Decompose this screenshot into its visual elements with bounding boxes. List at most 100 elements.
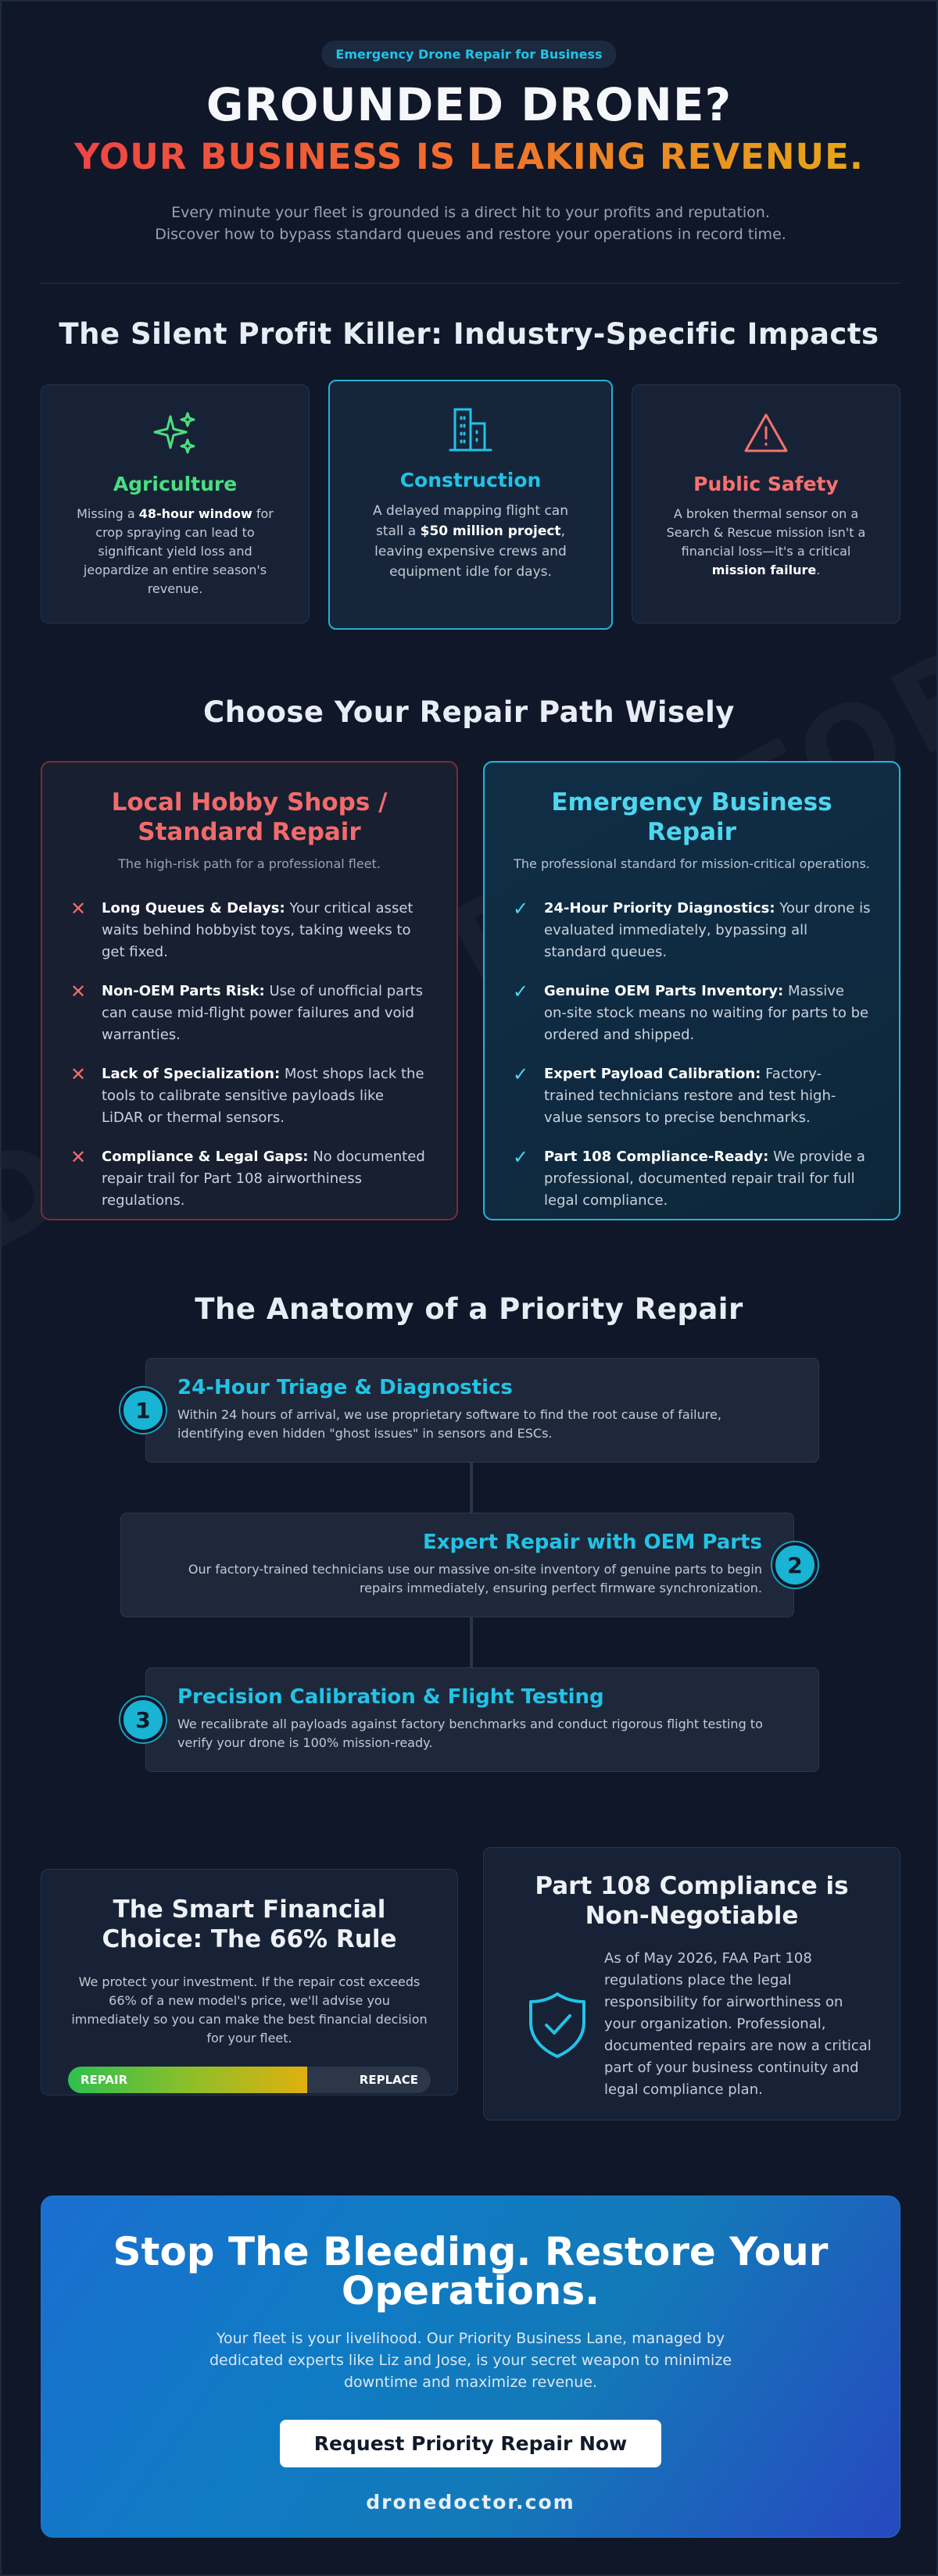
standard-repair-card: Local Hobby Shops / Standard Repair The … [41,761,458,1220]
repair-step-title: Precision Calibration & Flight Testing [177,1685,604,1709]
impact-title: Construction [399,469,542,491]
path-list-bold: Compliance & Legal Gaps: [102,1149,309,1165]
path-list-detail: Your drone is evaluated immediately, byp… [544,900,871,960]
sparkle-icon [70,409,281,459]
building-icon [358,405,583,455]
path-list-item: ✕ Lack of Specialization: Most shops lack… [70,1063,428,1129]
impact-text-post: for crop spraying can lead to significan… [83,506,274,596]
impact-text-pre: A broken thermal sensor on a Search & Re… [666,506,866,559]
impact-text-post: , leaving expensive crews and equipment … [374,523,567,580]
repair-step-title: 24-Hour Triage & Diagnostics [177,1376,513,1399]
repair-step-text: Within 24 hours of arrival, we use propr… [177,1407,721,1441]
repair-step-1: 24-Hour Triage & Diagnostics Within 24 h… [145,1358,819,1463]
path-list-text: Non-OEM Parts Risk: Use of unofficial pa… [102,981,428,1046]
compliance-card: Part 108 Compliance is Non-Negotiable As… [483,1847,900,2120]
repair-step-title: Expert Repair with OEM Parts [422,1531,762,1554]
repair-step-text: Our factory-trained technicians use our … [188,1562,762,1595]
standard-repair-subtitle: The high-risk path for a professional fl… [118,856,381,871]
path-list-item: ✓ Genuine OEM Parts Inventory: Massive on… [513,981,871,1046]
path-list-item: ✓ Expert Payload Calibration: Factory-tra… [513,1063,871,1129]
repair-step-2: Expert Repair with OEM Parts Our factory… [120,1513,794,1617]
path-list-bold: Long Queues & Delays: [102,900,285,916]
hero-description-line2: Discover how to bypass standard queues a… [155,226,786,243]
path-list-detail: Your critical asset waits behind hobbyis… [102,900,414,960]
hero-subheadline-text: YOUR BUSINESS IS LEAKING REVENUE. [74,136,864,177]
compliance-title: Part 108 Compliance is Non-Negotiable [535,1872,849,1930]
impact-text-bold: $50 million project [420,523,561,539]
warning-icon [661,409,872,459]
check-icon: ✓ [513,981,529,1002]
step-number-badge: 1 [120,1388,166,1433]
impacts-heading: The Silent Profit Killer: Industry-Speci… [59,317,879,351]
impact-text-post: . [816,563,821,577]
replace-bar-label: REPLACE [359,2073,418,2087]
path-list-text: Lack of Specialization: Most shops lack … [102,1063,428,1129]
path-list-detail: Use of unofficial parts can cause mid-fl… [102,983,424,1043]
financial-rule-card: The Smart Financial Choice: The 66% Rule… [41,1869,458,2095]
path-list-detail: Most shops lack the tools to calibrate s… [102,1066,424,1126]
cta-text: Your fleet is your livelihood. Our Prior… [209,2330,732,2391]
emergency-repair-title: Emergency Business Repair [551,788,832,846]
path-list-bold: Non-OEM Parts Risk: [102,983,265,999]
path-list-bold: Lack of Specialization: [102,1066,281,1082]
path-list-item: ✓ Part 108 Compliance-Ready: We provide a… [513,1146,871,1212]
check-icon: ✓ [513,898,529,920]
x-icon: ✕ [70,898,87,920]
repair-bar-fill [68,2067,308,2093]
path-list-item: ✕ Long Queues & Delays: Your critical ass… [70,898,428,963]
path-list-bold: Expert Payload Calibration: [544,1066,761,1082]
check-icon: ✓ [513,1063,529,1085]
website-link[interactable]: dronedoctor.com [366,2491,575,2513]
impact-text-pre: Missing a [77,506,139,521]
emergency-repair-list: ✓ 24-Hour Priority Diagnostics: Your dron… [513,898,871,1212]
path-list-detail: We provide a professional, documented re… [544,1149,865,1209]
shield-check-icon [510,1989,604,2060]
step-number-badge: 3 [120,1697,166,1742]
impact-text-bold: mission failure [711,563,817,577]
path-list-detail: Factory-trained technicians restore and … [544,1066,836,1126]
x-icon: ✕ [70,1063,87,1085]
cta-title: Stop The Bleeding. Restore Your Operatio… [113,2229,829,2313]
impact-text-bold: 48-hour window [138,506,252,521]
impact-card-public-safety: Public Safety A broken thermal sensor on… [632,384,900,623]
financial-rule-text: We protect your investment. If the repai… [71,1974,428,2045]
path-list-bold: Part 108 Compliance-Ready: [544,1149,769,1165]
anatomy-heading: The Anatomy of a Priority Repair [195,1292,743,1326]
path-list-text: Part 108 Compliance-Ready: We provide a … [544,1146,871,1212]
hero-divider [41,283,900,284]
emergency-repair-card: Emergency Business Repair The profession… [483,761,900,1220]
repair-bar-label: REPAIR [81,2073,128,2087]
check-icon: ✓ [513,1146,529,1168]
request-repair-button[interactable]: Request Priority Repair Now [279,2420,662,2467]
hero-subheadline: YOUR BUSINESS IS LEAKING REVENUE. [2,136,936,177]
hero-description: Every minute your fleet is grounded is a… [119,202,822,245]
x-icon: ✕ [70,981,87,1002]
path-list-item: ✕ Non-OEM Parts Risk: Use of unofficial p… [70,981,428,1046]
path-list-bold: 24-Hour Priority Diagnostics: [544,900,775,916]
hero-title: GROUNDED DRONE? [206,78,732,131]
impact-text: Missing a 48-hour window for crop sprayi… [70,505,281,598]
cta-banner: Stop The Bleeding. Restore Your Operatio… [41,2195,900,2538]
path-list-bold: Genuine OEM Parts Inventory: [544,983,784,999]
path-list-text: Genuine OEM Parts Inventory: Massive on-… [544,981,871,1046]
financial-rule-title: The Smart Financial Choice: The 66% Rule [102,1895,397,1953]
x-icon: ✕ [70,1146,87,1168]
repair-step-3: Precision Calibration & Flight Testing W… [145,1667,819,1772]
paths-heading: Choose Your Repair Path Wisely [203,695,735,729]
impact-title: Agriculture [113,473,238,495]
path-list-detail: No documented repair trail for Part 108 … [102,1149,425,1209]
compliance-text: As of May 2026, FAA Part 108 regulations… [604,1950,872,2098]
path-list-text: Compliance & Legal Gaps: No documented r… [102,1146,428,1212]
impact-text: A broken thermal sensor on a Search & Re… [661,505,872,580]
path-list-item: ✕ Compliance & Legal Gaps: No documented … [70,1146,428,1212]
impact-text-pre: A delayed mapping flight can stall a [373,503,568,539]
hero-description-line1: Every minute your fleet is grounded is a… [171,204,770,221]
emergency-repair-subtitle: The professional standard for mission-cr… [514,856,870,871]
path-list-item: ✓ 24-Hour Priority Diagnostics: Your dron… [513,898,871,963]
step-number-badge: 2 [772,1542,818,1588]
path-list-text: Long Queues & Delays: Your critical asse… [102,898,428,963]
path-list-detail: Massive on-site stock means no waiting f… [544,983,869,1043]
path-list-text: Expert Payload Calibration: Factory-trai… [544,1063,871,1129]
hero-badge: Emergency Drone Repair for Business [321,41,617,68]
repair-replace-bar: REPAIR REPLACE [68,2067,431,2093]
